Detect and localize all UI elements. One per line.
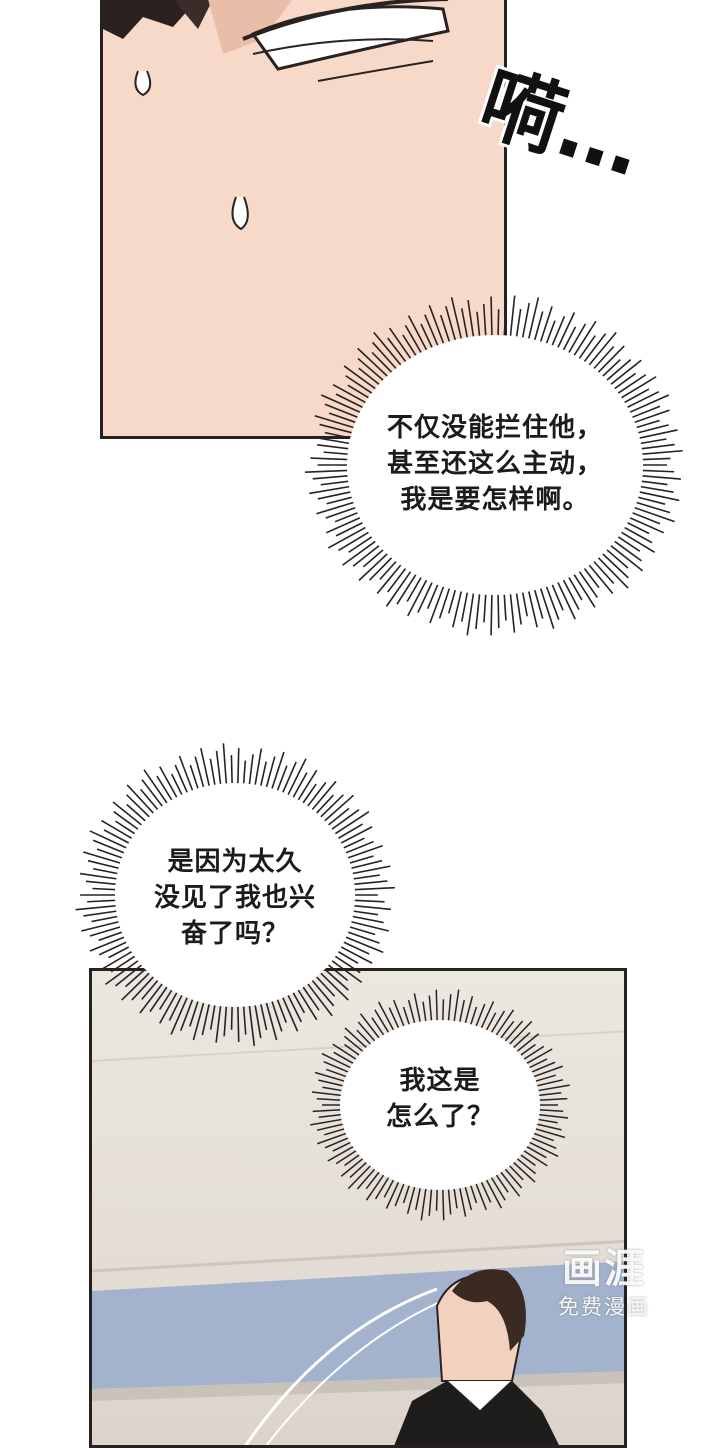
burst-bubble-3 bbox=[310, 989, 570, 1221]
bubble-1-line-1: 不仅没能拦住他， bbox=[386, 413, 603, 443]
bubble-3-line-2: 怎么了？ bbox=[385, 1102, 494, 1132]
bubble-1-line-2: 甚至还这么主动， bbox=[386, 449, 603, 479]
face-closeup-panel bbox=[100, 0, 507, 439]
bubble-2-line-2: 没见了我也兴 bbox=[153, 883, 316, 913]
bubble-3-line-1: 我这是 bbox=[399, 1066, 481, 1096]
bubble-2-line-1: 是因为太久 bbox=[167, 847, 303, 877]
watermark: 画涯 免费漫画 bbox=[558, 1245, 650, 1321]
face-illustration bbox=[103, 0, 450, 231]
bubble-2-line-3: 奋了吗？ bbox=[180, 919, 289, 949]
room-illustration bbox=[92, 1030, 624, 1445]
bubble-1-text: 不仅没能拦住他， 甚至还这么主动， 我是要怎样啊。 bbox=[345, 410, 645, 518]
burst-bubble-1 bbox=[304, 295, 683, 636]
bubble-2-text: 是因为太久 没见了我也兴 奋了吗？ bbox=[95, 844, 375, 952]
bubble-3-text: 我这是 怎么了？ bbox=[340, 1063, 540, 1135]
burst-bubble-2 bbox=[75, 743, 395, 1047]
bubble-1-line-3: 我是要怎样啊。 bbox=[400, 485, 590, 515]
watermark-subtitle: 免费漫画 bbox=[558, 1295, 650, 1319]
watermark-logo: 画涯 bbox=[562, 1246, 646, 1292]
